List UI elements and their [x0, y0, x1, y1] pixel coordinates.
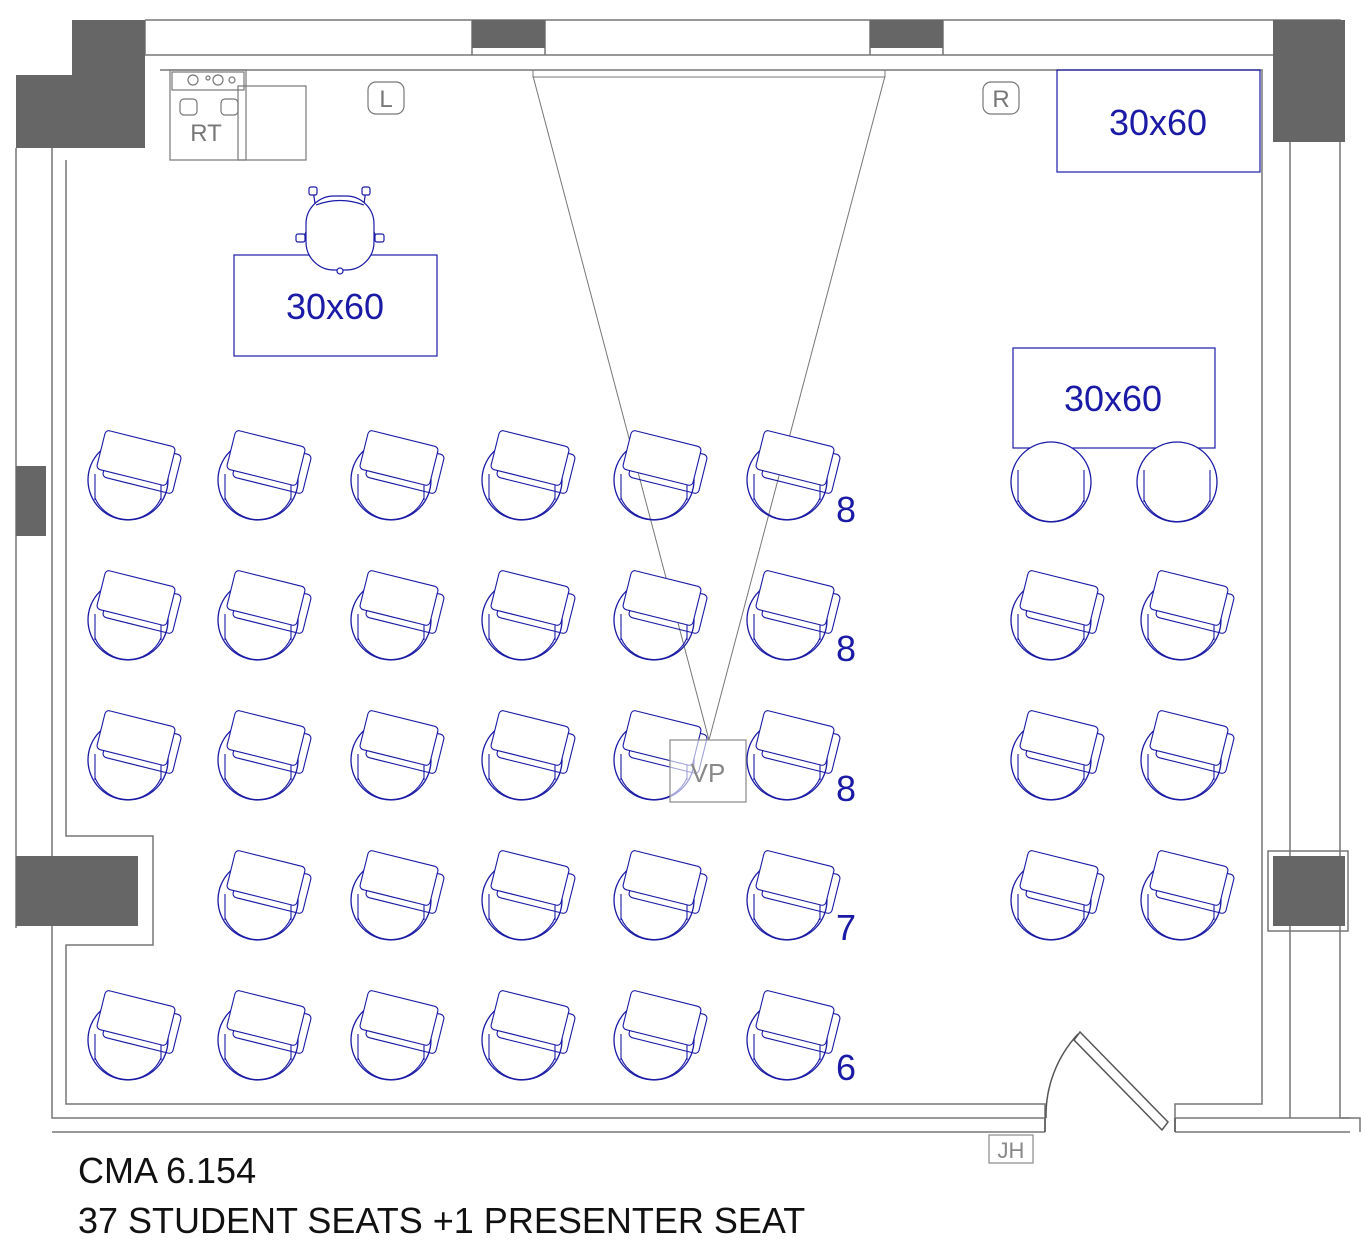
student-seats — [87, 429, 1236, 1081]
row-count: 8 — [836, 489, 856, 530]
row-count: 6 — [836, 1047, 856, 1088]
projector-label: VP — [691, 758, 726, 788]
row-count: 8 — [836, 628, 856, 669]
right-speaker: R — [982, 81, 1020, 115]
jack-label: JH — [998, 1138, 1025, 1163]
presenter-chair — [295, 186, 385, 275]
room-id: CMA 6.154 — [78, 1150, 257, 1191]
projector: VP — [669, 739, 747, 803]
left-speaker-label: L — [379, 86, 392, 113]
equipment-rack — [169, 69, 307, 161]
door — [1044, 1030, 1176, 1132]
row-counts: 8 8 8 7 6 — [836, 489, 856, 1088]
rack-label: RT — [190, 120, 222, 147]
table-label: 30x60 — [1064, 378, 1162, 419]
table-label: 30x60 — [286, 286, 384, 327]
table-top-right: 30x60 — [1056, 69, 1261, 173]
wall-jack: JH — [988, 1134, 1034, 1164]
wall-columns — [16, 20, 1345, 926]
table-right: 30x60 — [1012, 347, 1216, 449]
table-label: 30x60 — [1109, 102, 1207, 143]
seat-summary: 37 STUDENT SEATS +1 PRESENTER SEAT — [78, 1200, 806, 1241]
left-speaker: L — [367, 81, 405, 115]
row-count: 7 — [836, 907, 856, 948]
projection-screen — [532, 69, 886, 78]
projection-beam — [532, 75, 886, 741]
right-speaker-label: R — [992, 86, 1009, 113]
row-count: 8 — [836, 768, 856, 809]
